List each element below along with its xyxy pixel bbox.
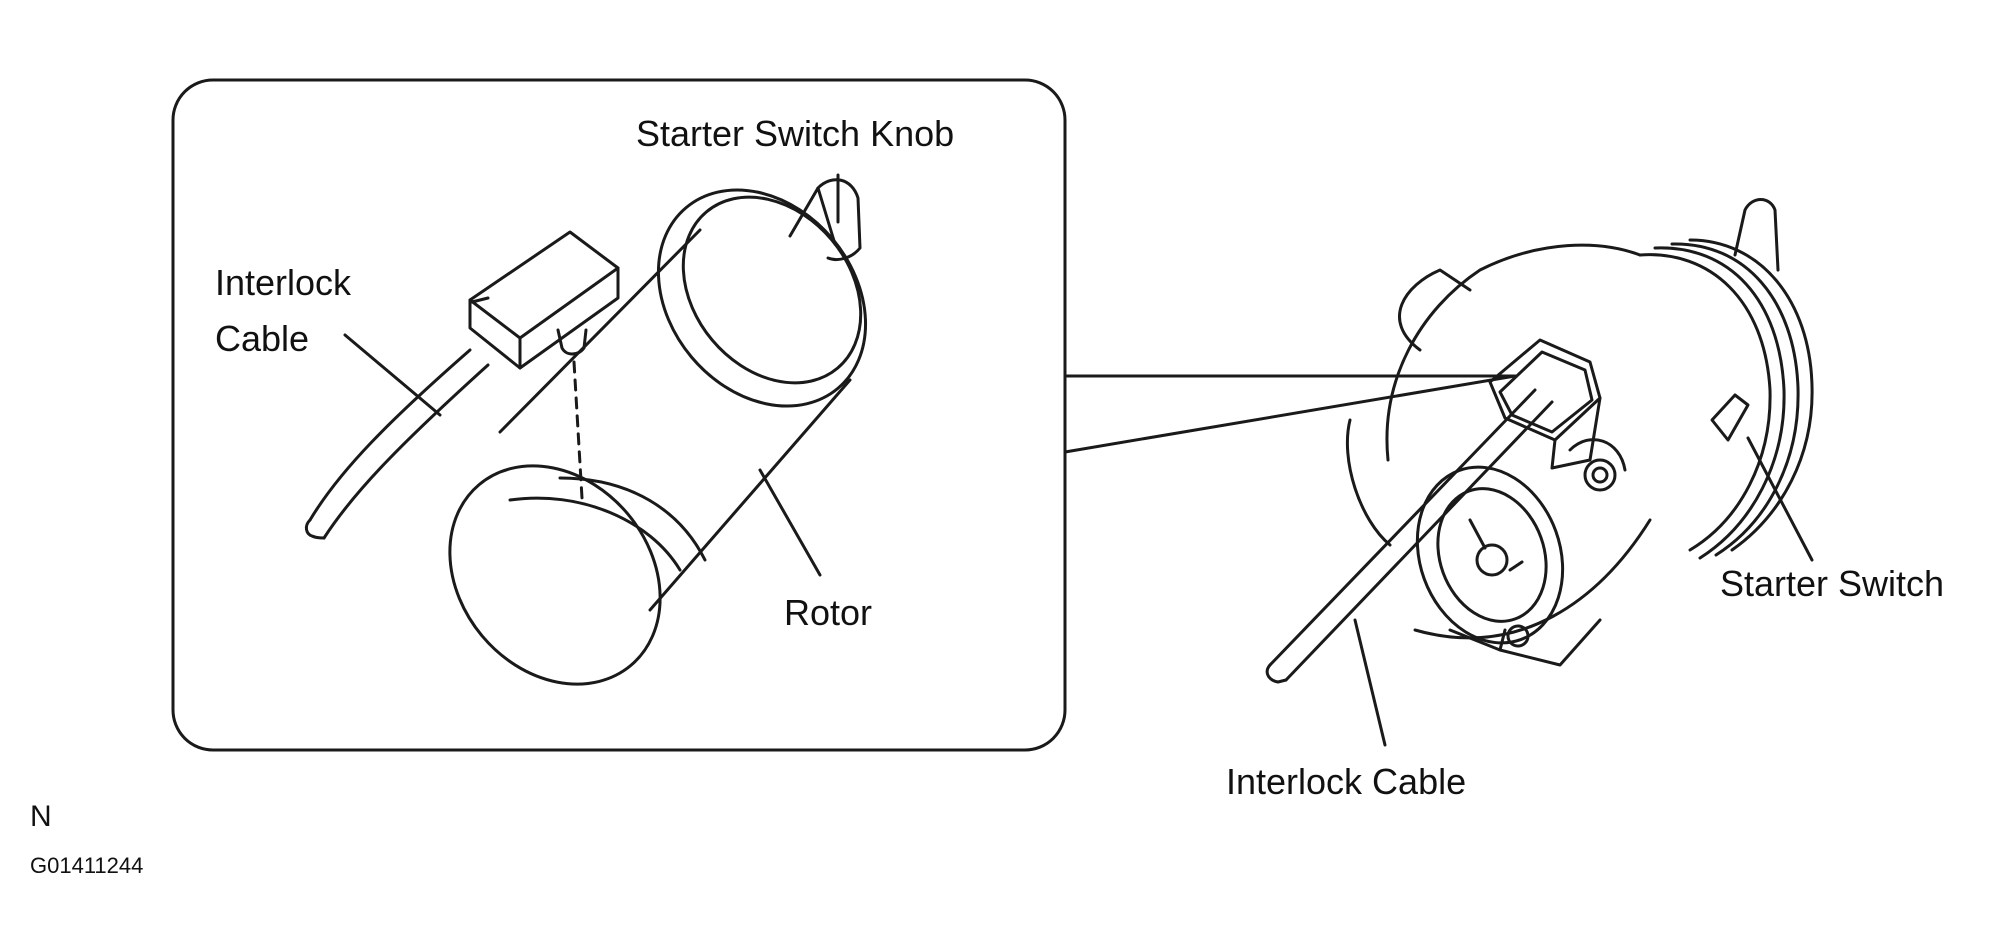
inset-leader-lines xyxy=(343,173,840,577)
guide-dashed-line xyxy=(572,360,584,500)
inset-interlock-cable-icon xyxy=(304,230,620,540)
callout-lines xyxy=(1063,374,1517,454)
starter-switch-assembly-icon xyxy=(1265,198,1814,684)
label-rotor: Rotor xyxy=(784,592,873,633)
label-interlock-cable-inset-line2: Cable xyxy=(215,318,310,359)
label-interlock-cable: Interlock Cable xyxy=(1226,761,1467,802)
code-letter: N xyxy=(30,800,52,833)
label-starter-switch-knob: Starter Switch Knob xyxy=(636,113,955,154)
label-interlock-cable-inset-line1: Interlock xyxy=(215,262,352,303)
inset-box xyxy=(171,78,1067,752)
rotor-icon xyxy=(448,178,868,686)
label-starter-switch: Starter Switch xyxy=(1720,563,1945,604)
assembly-leader-lines xyxy=(1353,436,1814,747)
figure-code: G01411244 xyxy=(30,853,144,878)
